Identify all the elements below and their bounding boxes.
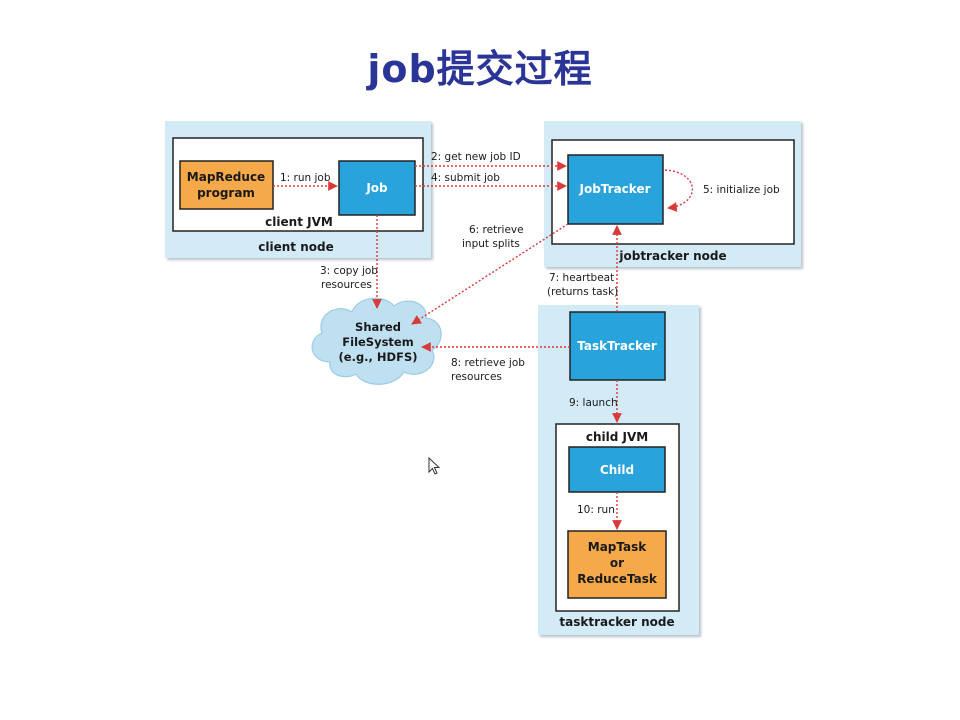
job-label: Job xyxy=(365,181,388,195)
step-1-label: 1: run job xyxy=(280,172,331,184)
step-6-label-line2: input splits xyxy=(462,238,520,250)
mapreduce-program-label-line2: program xyxy=(197,186,255,200)
step-5-label: 5: initialize job xyxy=(703,184,780,196)
step-8-label-line2: resources xyxy=(451,371,502,383)
step-2-label: 2: get new job ID xyxy=(431,151,521,163)
client-jvm-label: client JVM xyxy=(265,215,333,229)
jobtracker-box: JobTracker xyxy=(567,154,664,225)
slide-title: job提交过程 xyxy=(367,47,593,91)
step-3-label-line2: resources xyxy=(321,279,372,291)
child-label: Child xyxy=(600,463,634,477)
job-box: Job xyxy=(338,160,416,216)
shared-fs-label-line3: (e.g., HDFS) xyxy=(339,350,418,364)
maptask-label-line1: MapTask xyxy=(588,540,648,554)
step-8-label-line1: 8: retrieve job xyxy=(451,357,525,369)
tasktracker-box: TaskTracker xyxy=(569,311,666,381)
shared-fs-label-line1: Shared xyxy=(355,320,401,334)
mapreduce-program-box: MapReduce program xyxy=(179,160,274,210)
jobtracker-label: JobTracker xyxy=(578,182,650,196)
step-3-label-line1: 3: copy job xyxy=(320,265,378,277)
shared-filesystem-cloud: Shared FileSystem (e.g., HDFS) xyxy=(311,297,442,385)
step-10-label: 10: run xyxy=(577,504,615,516)
maptask-label-line3: ReduceTask xyxy=(577,572,658,586)
child-jvm-label: child JVM xyxy=(586,430,648,444)
maptask-label-line2: or xyxy=(610,556,624,570)
step-7-label-line2: (returns task) xyxy=(547,286,618,298)
arrow-5-initialize-job xyxy=(664,169,694,212)
mouse-pointer-icon xyxy=(428,457,441,475)
tasktracker-label: TaskTracker xyxy=(577,339,657,353)
tasktracker-node-label: tasktracker node xyxy=(559,615,674,629)
client-node-label: client node xyxy=(258,240,333,254)
step-4-label: 4: submit job xyxy=(431,172,500,184)
step-7-label-line1: 7: heartbeat xyxy=(549,272,614,284)
step-6-label-line1: 6: retrieve xyxy=(469,224,524,236)
arrow-6-retrieve-splits xyxy=(411,223,569,325)
shared-fs-label-line2: FileSystem xyxy=(342,335,413,349)
step-9-label: 9: launch xyxy=(569,397,618,409)
maptask-box: MapTask or ReduceTask xyxy=(567,530,667,599)
mapreduce-program-label-line1: MapReduce xyxy=(187,170,265,184)
jobtracker-node-label: jobtracker node xyxy=(618,249,726,263)
child-box: Child xyxy=(568,446,666,493)
